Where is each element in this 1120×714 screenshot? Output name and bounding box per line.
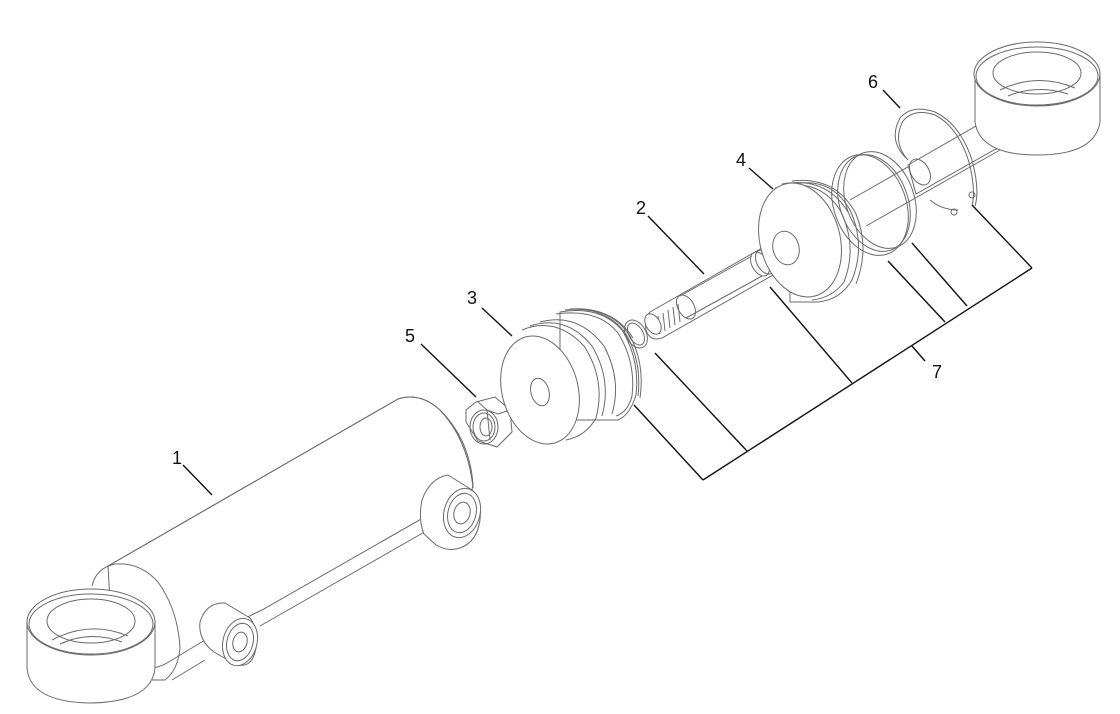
callout-4-leader bbox=[748, 167, 774, 190]
callout-1-leader bbox=[182, 464, 213, 496]
callout-2-leader bbox=[647, 215, 705, 275]
callout-4-label: 4 bbox=[736, 150, 746, 170]
callout-7-baseline bbox=[702, 267, 1033, 481]
port-boss-front bbox=[199, 602, 259, 667]
cylinder-barrel: 1 bbox=[26, 396, 482, 704]
callout-2-label: 2 bbox=[636, 198, 646, 218]
o-ring bbox=[624, 319, 648, 349]
retaining-ring: 6 bbox=[868, 72, 978, 216]
callout-3-leader bbox=[481, 307, 513, 337]
callout-5-label: 5 bbox=[405, 326, 415, 346]
callout-1-label: 1 bbox=[172, 448, 182, 468]
rod-eye-mount bbox=[973, 41, 1101, 156]
callout-6-leader bbox=[882, 89, 901, 109]
lock-nut: 5 bbox=[405, 326, 513, 448]
callout-6-label: 6 bbox=[868, 72, 878, 92]
port-boss-rear bbox=[419, 474, 482, 550]
seal-kit-bracket: 7 bbox=[633, 204, 1033, 481]
callout-7-label: 7 bbox=[932, 362, 942, 382]
callout-5-leader bbox=[420, 343, 477, 398]
callout-7-leader bbox=[911, 345, 926, 362]
piston: 3 bbox=[467, 288, 642, 445]
rear-eye-mount bbox=[26, 588, 156, 704]
callout-3-label: 3 bbox=[467, 288, 477, 308]
